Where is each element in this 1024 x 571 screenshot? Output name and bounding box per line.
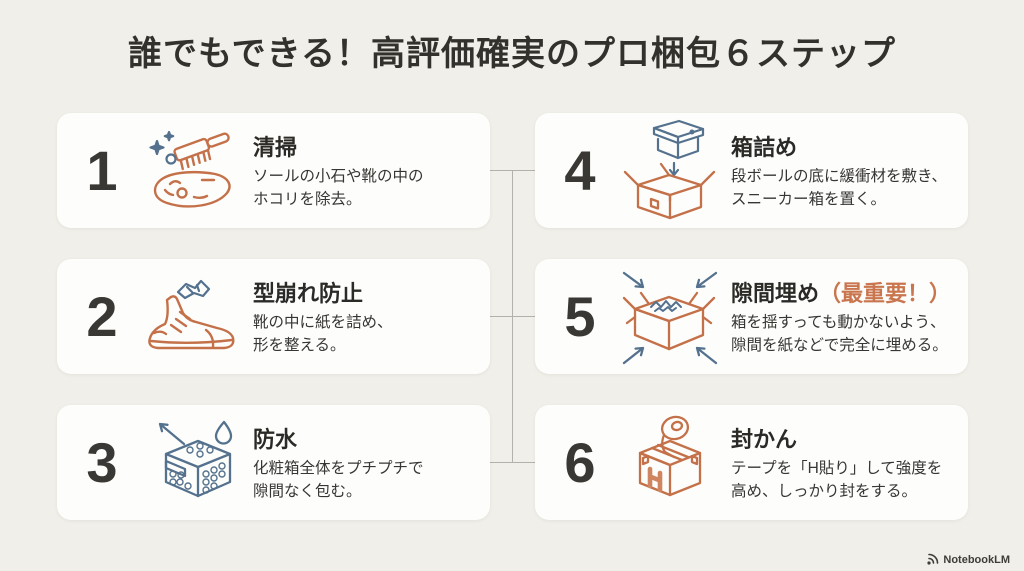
steps-grid: 1 bbox=[57, 113, 968, 520]
page-title: 誰でもできる！高評価確実のプロ梱包６ステップ bbox=[128, 35, 896, 73]
step-title-suffix: （最重要！） bbox=[819, 280, 952, 306]
step-description: 化粧箱全体をプチプチで 隙間なく包む。 bbox=[253, 459, 424, 500]
step-title: 型崩れ防止 bbox=[253, 280, 364, 306]
step-number: 5 bbox=[564, 284, 596, 348]
step-text-block: 防水 化粧箱全体をプチプチで 隙間なく包む。 bbox=[253, 422, 490, 504]
step-text-block: 箱詰め 段ボールの底に緩衝材を敷き、 スニーカー箱を置く。 bbox=[731, 130, 968, 212]
branding-footer: NotebookLM bbox=[926, 553, 1010, 566]
bubble-wrap-box-icon bbox=[131, 413, 253, 513]
step-text-block: 封かん テープを「H貼り」して強度を 高め、しっかり封をする。 bbox=[731, 422, 968, 504]
step-description: テープを「H貼り」して強度を 高め、しっかり封をする。 bbox=[731, 459, 943, 500]
step-description: 靴の中に紙を詰め、 形を整える。 bbox=[253, 313, 393, 354]
notebooklm-logo-icon bbox=[926, 553, 939, 566]
step-number: 4 bbox=[564, 138, 596, 202]
step-description: ソールの小石や靴の中の ホコリを除去。 bbox=[253, 167, 424, 208]
step-title: 清掃 bbox=[253, 134, 298, 160]
step-number: 1 bbox=[86, 138, 118, 202]
step-text-block: 清掃 ソールの小石や靴の中の ホコリを除去。 bbox=[253, 130, 490, 212]
step-title: 箱詰め bbox=[731, 134, 798, 160]
step-number: 2 bbox=[86, 284, 118, 348]
sneaker-paper-stuffing-icon bbox=[131, 267, 253, 367]
step-card-2: 2 型崩れ防止 靴の bbox=[57, 259, 490, 374]
step-text-block: 型崩れ防止 靴の中に紙を詰め、 形を整える。 bbox=[253, 276, 490, 358]
step-card-4: 4 bbox=[535, 113, 968, 228]
step-title: 防水 bbox=[253, 426, 298, 452]
h-taped-sealed-box-icon bbox=[609, 413, 731, 513]
step-card-5: 5 bbox=[535, 259, 968, 374]
connector-row2-line bbox=[490, 316, 538, 317]
gap-filling-arrows-box-icon bbox=[609, 267, 731, 367]
branding-label: NotebookLM bbox=[943, 553, 1010, 566]
connector-row1-line bbox=[490, 170, 538, 171]
step-description: 箱を揺すっても動かないよう、 隙間を紙などで完全に埋める。 bbox=[731, 313, 948, 354]
shoe-sole-brush-icon bbox=[131, 121, 253, 221]
connector-row3-line bbox=[490, 462, 538, 463]
step-title: 隙間埋め（最重要！） bbox=[731, 280, 952, 306]
step-number: 3 bbox=[86, 430, 118, 494]
step-card-6: 6 bbox=[535, 405, 968, 520]
step-card-3: 3 bbox=[57, 405, 490, 520]
step-description: 段ボールの底に緩衝材を敷き、 スニーカー箱を置く。 bbox=[731, 167, 947, 208]
step-text-block: 隙間埋め（最重要！） 箱を揺すっても動かないよう、 隙間を紙などで完全に埋める。 bbox=[731, 276, 968, 358]
shoebox-into-carton-icon bbox=[609, 119, 731, 221]
step-card-1: 1 bbox=[57, 113, 490, 228]
step-title: 封かん bbox=[731, 426, 798, 452]
step-number: 6 bbox=[564, 430, 596, 494]
